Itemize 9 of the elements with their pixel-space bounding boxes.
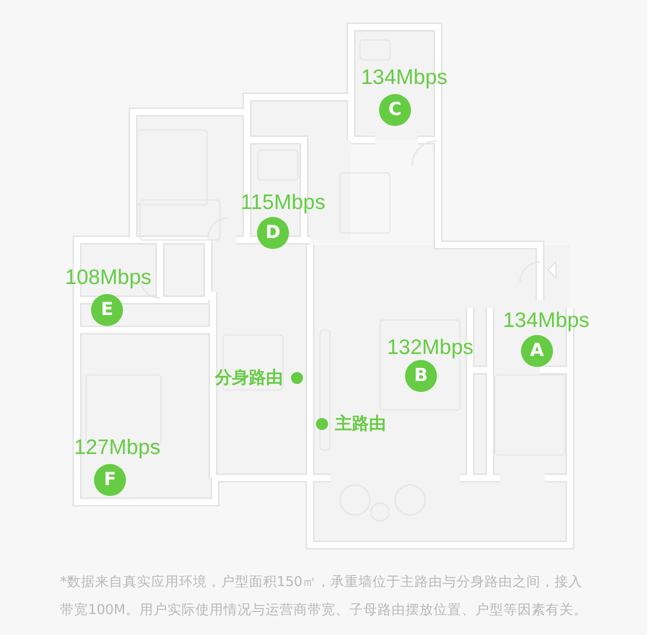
speed-label: 134Mbps — [503, 309, 590, 333]
router-label: 主路由 — [335, 414, 386, 434]
footnote: *数据来自真实应用环境，户型面积150㎡，承重墙位于主路由与分身路由之间，接入带宽100M。用户实际使用情况与运营商带宽、子母路由摆放位置、户型等因素有关。 — [60, 573, 588, 620]
speed-label: 134Mbps — [361, 66, 448, 90]
speed-label: 127Mbps — [74, 436, 160, 460]
speed-label: 115Mbps — [240, 191, 326, 215]
speed-label: 132Mbps — [387, 336, 474, 360]
speed-label: 108Mbps — [65, 266, 152, 290]
router-label: 分身路由 — [215, 368, 283, 388]
